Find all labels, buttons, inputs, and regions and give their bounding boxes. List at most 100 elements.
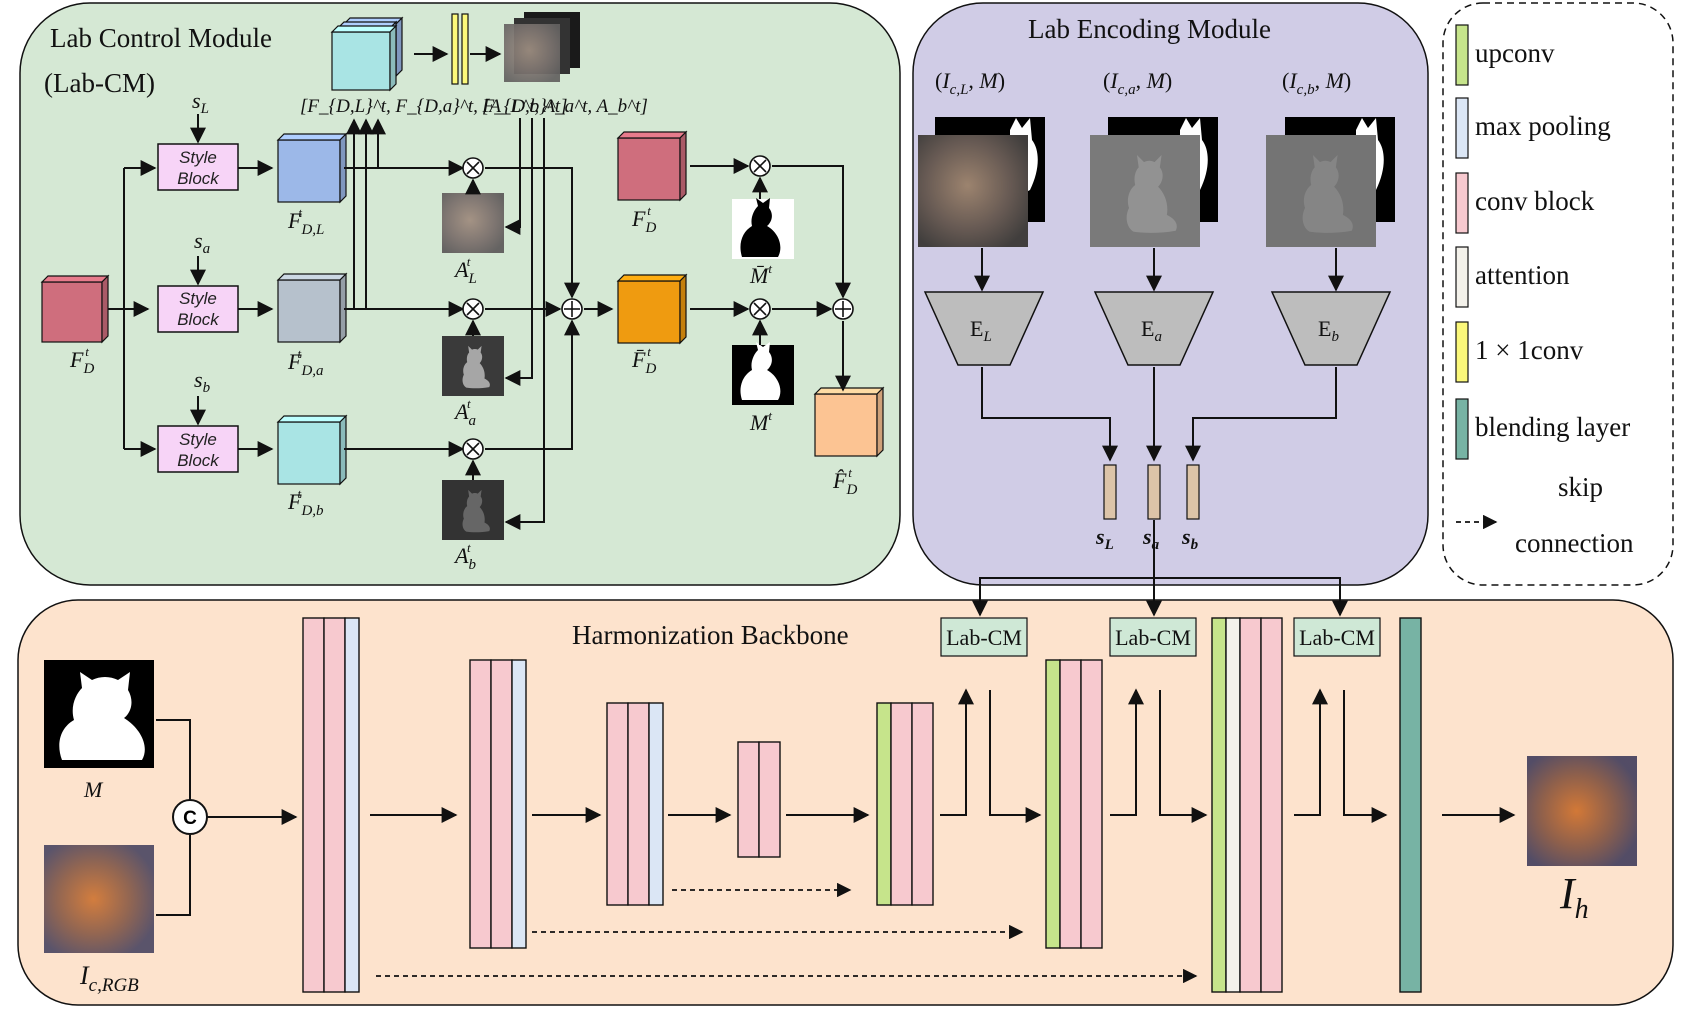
mask-label: Mt <box>749 408 772 435</box>
attention-label-a: Aat <box>453 396 476 429</box>
control-module-subtitle: (Lab-CM) <box>44 68 155 98</box>
legend-skip-connection: skip connection <box>1456 472 1634 558</box>
svg-text:Lab-CM: Lab-CM <box>1299 625 1375 650</box>
legend-item: blending layer <box>1455 398 1630 460</box>
output-image <box>1527 756 1637 866</box>
control-module-title: Lab Control Module <box>50 23 272 53</box>
conv1x1-layer <box>451 13 459 85</box>
arrow <box>1185 367 1337 462</box>
decoder-block-1 <box>876 702 934 906</box>
control-module: FDt Style Block Style Block Style Block … <box>40 12 885 573</box>
arrow <box>989 690 1042 823</box>
attention-map-stack <box>504 12 580 82</box>
svg-text:Style: Style <box>179 289 217 308</box>
svg-text:Style: Style <box>179 148 217 167</box>
input-image-b <box>1266 117 1395 247</box>
lab-cm-box-2: Lab-CM <box>1109 617 1197 657</box>
inverse-mask-image <box>732 198 794 259</box>
bottleneck-block <box>737 741 781 858</box>
arrow <box>940 688 974 816</box>
feature-cube-l <box>276 132 348 204</box>
decoder-block-2 <box>1045 659 1103 949</box>
backbone-mask-label: M <box>83 777 104 802</box>
svg-text:blending layer: blending layer <box>1475 412 1630 442</box>
svg-text:conv block: conv block <box>1475 186 1595 216</box>
arrow <box>485 167 580 299</box>
concat-feature-label: [F_{D,L}^t, F_{D,a}^t, F_{D,b}^t] <box>300 96 568 117</box>
input-image-l <box>918 117 1045 247</box>
fused-feature-cube <box>616 273 688 345</box>
arrow <box>1343 690 1388 823</box>
arrow <box>772 165 851 299</box>
backbone: M Ic,RGB C Lab-CM Lab-CM <box>44 520 1637 996</box>
multiply-node-l <box>462 157 484 179</box>
backbone-mask-image <box>44 660 154 768</box>
encoding-module: (Ic,L, M) (Ic,a, M) (Ic,b, M) EL <box>918 68 1395 553</box>
legend-item: upconv <box>1455 24 1555 86</box>
concat-feature-stack <box>330 16 404 92</box>
arrow <box>972 520 1155 617</box>
legend-item: max pooling <box>1455 97 1611 159</box>
mask-image <box>732 342 794 405</box>
arrow <box>504 118 533 386</box>
svg-text:Lab-CM: Lab-CM <box>1115 625 1191 650</box>
svg-text:Block: Block <box>177 451 220 470</box>
arrow <box>1154 577 1348 617</box>
encoding-module-title: Lab Encoding Module <box>1028 14 1271 44</box>
style-vector-b <box>1186 464 1200 520</box>
encoder-block-2 <box>469 659 527 949</box>
style-vector-l <box>1103 464 1117 520</box>
concat-symbol: C <box>183 808 197 829</box>
conv1x1-layer <box>461 13 469 85</box>
legend-item: attention <box>1455 246 1570 308</box>
svg-text:max pooling: max pooling <box>1475 111 1611 141</box>
encoder-l: EL <box>923 291 1045 366</box>
inverse-mask-label: M̄t <box>749 261 772 288</box>
feature-cube-a <box>276 272 348 344</box>
multiply-node-mask <box>749 298 771 320</box>
style-block-l: Style Block <box>157 143 239 191</box>
legend: upconv max pooling conv block attention 1 × … <box>1455 24 1634 558</box>
lab-cm-box-3: Lab-CM <box>1293 617 1381 657</box>
feature-cube-b <box>276 414 348 486</box>
attention-maps-label: [A_L^t, A_a^t, A_b^t] <box>482 96 648 117</box>
decoder-block-3 <box>1211 617 1283 993</box>
arrow <box>485 319 580 450</box>
svg-text:1 × 1conv: 1 × 1conv <box>1475 335 1584 365</box>
connector <box>156 719 191 800</box>
legend-panel <box>1442 2 1674 586</box>
encoder-a: Ea <box>1093 291 1215 366</box>
lab-cm-box-1: Lab-CM <box>940 617 1028 657</box>
svg-text:attention: attention <box>1475 260 1570 290</box>
style-block-b: Style Block <box>157 425 239 473</box>
backbone-input-image <box>44 845 154 953</box>
input-feature-label: FDt <box>69 344 94 377</box>
arrow <box>1159 690 1208 823</box>
encoder-b: Eb <box>1270 291 1392 366</box>
attention-map-b <box>442 480 504 540</box>
encoder-block-3 <box>606 702 664 906</box>
svg-text:connection: connection <box>1515 528 1634 558</box>
svg-text:Lab-CM: Lab-CM <box>946 625 1022 650</box>
blending-layer <box>1399 617 1422 993</box>
attention-map-a <box>442 336 504 396</box>
svg-text:skip: skip <box>1558 472 1603 502</box>
style-vector-a <box>1147 464 1161 520</box>
arrow <box>504 118 521 235</box>
svg-text:Block: Block <box>177 310 220 329</box>
legend-item: conv block <box>1455 172 1595 234</box>
input-image-a <box>1090 117 1218 247</box>
sum-node <box>561 298 583 320</box>
arrow <box>1294 688 1328 816</box>
arrow <box>504 118 545 530</box>
backbone-title: Harmonization Backbone <box>572 620 849 650</box>
encoder-block-1 <box>302 617 360 993</box>
arrow <box>981 367 1118 462</box>
connector <box>156 835 191 916</box>
legend-item: 1 × 1conv <box>1455 321 1584 383</box>
multiply-node-a <box>462 298 484 320</box>
multiply-node-b <box>462 438 484 460</box>
style-block-a: Style Block <box>157 285 239 333</box>
output-sum-node <box>832 298 854 320</box>
